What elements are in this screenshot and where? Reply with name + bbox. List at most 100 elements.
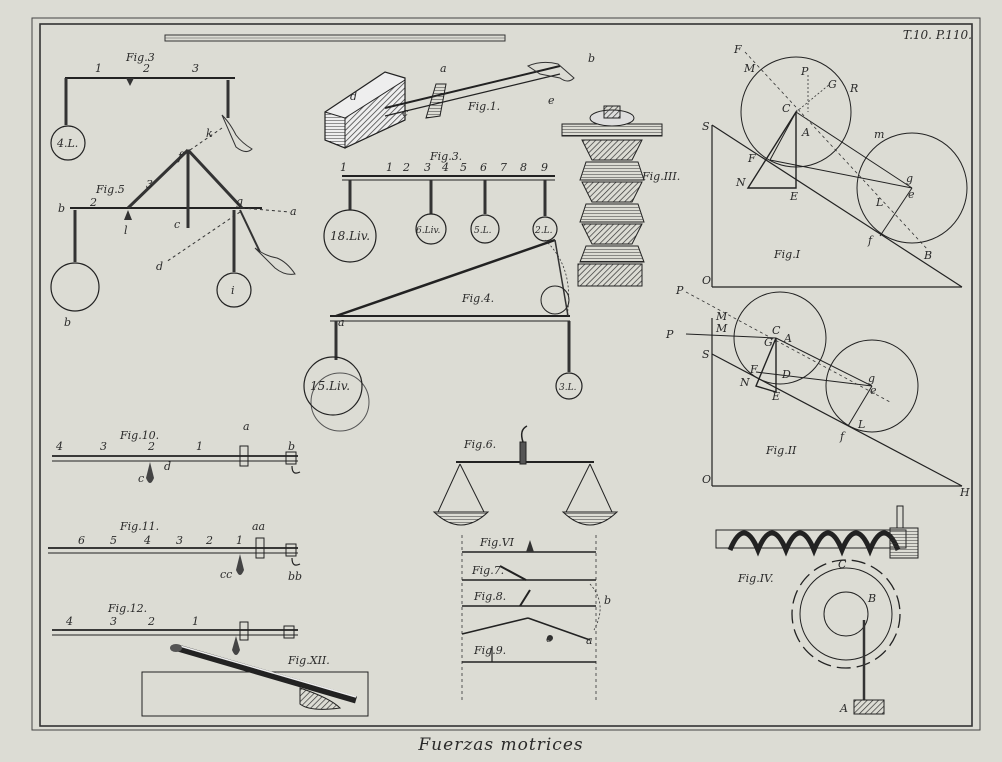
fig3-beam-num-1: 1: [386, 161, 393, 174]
fig5-letter-a: a: [290, 205, 297, 218]
fig3-beam-title: Fig.3.: [429, 150, 462, 163]
fig-ii-title: Fig.II: [765, 444, 797, 457]
fig-ii-letter-F: F: [749, 363, 758, 376]
fig12-num-2: 2: [147, 615, 155, 628]
fig5-letter-d: d: [156, 260, 163, 273]
fig-ii-letter-A: A: [783, 332, 792, 345]
fig3-beam: Fig.3. 1 1 2 3 4 5 6 7 8 9 18.Liv. 6.Liv…: [323, 150, 558, 263]
fig-iii-screw: Fig.III.: [561, 105, 680, 287]
fig-i-letter-A: A: [801, 126, 810, 139]
fig-i-letter-P: P: [800, 65, 809, 78]
fig-iv-letter-B: B: [867, 592, 876, 605]
fig5-letter-k: k: [206, 127, 213, 140]
fig-ii-letter-f: f: [839, 430, 846, 443]
fig3-beam-weight-18: 18.Liv.: [330, 229, 370, 243]
fig-ii-letter-e: e: [870, 384, 877, 397]
fig-iii-title: Fig.III.: [641, 170, 680, 183]
fig11-title: Fig.11.: [119, 520, 159, 533]
fig5-letter-b-ball: b: [64, 316, 71, 329]
fig10-letter-a: a: [243, 420, 250, 433]
fig10-num-4: 4: [55, 440, 63, 453]
fig-ii-letter-P1: P: [675, 284, 684, 297]
fig12-title: Fig.12.: [107, 602, 147, 615]
fig-i-letter-S: S: [702, 120, 710, 133]
fig-i-letter-N: N: [735, 176, 746, 189]
fig11-num-5: 5: [110, 534, 117, 547]
fig5-lever: Fig.5 2 3 b g a f k c l d b i: [50, 127, 297, 329]
fig3-top-num-1: 1: [95, 62, 102, 75]
plate-border-outer: [31, 17, 981, 731]
fig5-letter-f: f: [177, 150, 184, 163]
fig-ii-letter-S: S: [702, 348, 710, 361]
fig-i-letter-L: L: [875, 196, 883, 209]
fig-i-letter-R: R: [849, 82, 858, 95]
fig10-steelyard: Fig.10. 4 3 2 1 a b c d: [52, 420, 301, 485]
fig-iv-title: Fig.IV.: [737, 572, 774, 585]
fig10-num-3: 3: [100, 440, 107, 453]
fig6-title: Fig.6.: [463, 438, 496, 451]
fig-ii-geometry: P P M M S C G A F N D E g e L f O H Fig.…: [665, 284, 970, 499]
fig3-top-lever: Fig.3 1 2 3 4.L.: [50, 51, 253, 161]
fig11-num-2: 2: [205, 534, 213, 547]
fig-i-letter-F: F: [747, 152, 756, 165]
fig4-weight-15: 15.Liv.: [310, 379, 350, 393]
fig6-balance: Fig.6.: [432, 425, 619, 526]
fig11-num-4: 4: [143, 534, 151, 547]
fig5-letter-b-left: b: [58, 202, 65, 215]
fig1-letter-d: d: [350, 90, 357, 103]
fig10-letter-b: b: [288, 440, 295, 453]
fig-ii-letter-N: N: [739, 376, 750, 389]
fig11-steelyard: Fig.11. 6 5 4 3 2 1 aa cc bb: [48, 520, 302, 583]
plate-border-inner: [39, 23, 973, 727]
fig3-top-num-2: 2: [142, 62, 150, 75]
fig12-num-4: 4: [65, 615, 73, 628]
fig11-letter-aa: aa: [252, 520, 265, 533]
fig-iv-letter-A: A: [839, 702, 848, 715]
fig4-title: Fig.4.: [461, 292, 494, 305]
fig-ii-letter-L: L: [857, 418, 865, 431]
fig10-num-1: 1: [196, 440, 203, 453]
fig-i-title: Fig.I: [773, 248, 801, 261]
fig11-num-3: 3: [176, 534, 183, 547]
fig11-letter-cc: cc: [220, 568, 232, 581]
fig9-letter-a: a: [586, 634, 593, 647]
fig-ii-letter-C: C: [772, 324, 781, 337]
fig-ii-letter-H: H: [959, 486, 970, 499]
fig-i-letter-m: m: [874, 128, 884, 141]
fig-xii-title: Fig.XII.: [287, 654, 330, 667]
fig-ii-letter-M2: M: [715, 322, 728, 335]
plate-caption: Fuerzas motrices: [418, 735, 584, 755]
fig-vi-title: Fig.VI: [479, 536, 515, 549]
fig-ii-letter-E: E: [771, 390, 780, 403]
fig-ii-letter-D: D: [781, 368, 791, 381]
fig12-num-1: 1: [192, 615, 199, 628]
fig3-beam-num-0: 1: [340, 161, 347, 174]
fig3-top-weight: 4.L.: [56, 137, 78, 150]
fig-ii-letter-M1: M: [715, 310, 728, 323]
fig-i-letter-O: O: [702, 274, 711, 287]
fig4-letter-a: a: [338, 316, 345, 329]
fig1-letter-b: b: [588, 52, 595, 65]
fig3-top-title: Fig.3: [125, 51, 155, 64]
fig3-top-num-3: 3: [192, 62, 199, 75]
fig3-beam-num-8: 8: [520, 161, 527, 174]
fig5-letter-i: i: [231, 284, 235, 297]
fig9-title: Fig.9.: [473, 644, 506, 657]
fig-xii-tool: Fig.XII.: [141, 644, 369, 717]
fig-i-letter-f: f: [867, 234, 874, 247]
fig-iv-worm-gear: Fig.IV. C B A: [715, 505, 919, 715]
fig4-lever: Fig.4. a 15.Liv. 3.L.: [303, 238, 583, 432]
fig10-num-2: 2: [147, 440, 155, 453]
fig1-letter-a: a: [440, 62, 447, 75]
fig3-beam-weight-2: 2.L.: [534, 226, 553, 236]
fig-i-letter-F-top: F: [733, 43, 742, 56]
fig5-letter-g: g: [236, 195, 243, 208]
fig7-title: Fig.7.: [471, 564, 504, 577]
fig1-letter-c: c: [402, 106, 408, 119]
fig-ii-letter-g: g: [868, 372, 875, 385]
fig8-title: Fig.8.: [473, 590, 506, 603]
fig3-beam-num-6: 6: [480, 161, 487, 174]
fig12-steelyard: Fig.12. 4 3 2 1: [52, 602, 298, 655]
fig3-beam-num-9: 9: [541, 161, 548, 174]
